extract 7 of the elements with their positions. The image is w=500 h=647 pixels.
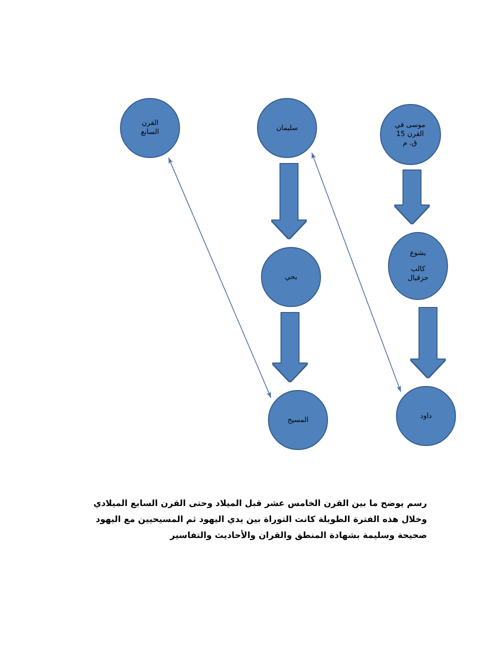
double-arrow <box>168 157 272 398</box>
block-arrow <box>273 313 307 382</box>
caption: رسم يوضح ما بين القرن الخامس عشر قبل الميلاد وحتى القرن السابع الميلادي وخلال هذه الفترة الطويلة كانت التوراة بين يدي اليهود ثم المسيحيين مع اليهود صحيحة وسليمة بشهادة المنطق والقران والأحاديث والتفاسير <box>92 498 427 543</box>
block-arrow <box>272 164 306 238</box>
block-arrow <box>395 170 429 224</box>
double-arrow <box>311 152 402 392</box>
block-arrow <box>411 308 445 378</box>
